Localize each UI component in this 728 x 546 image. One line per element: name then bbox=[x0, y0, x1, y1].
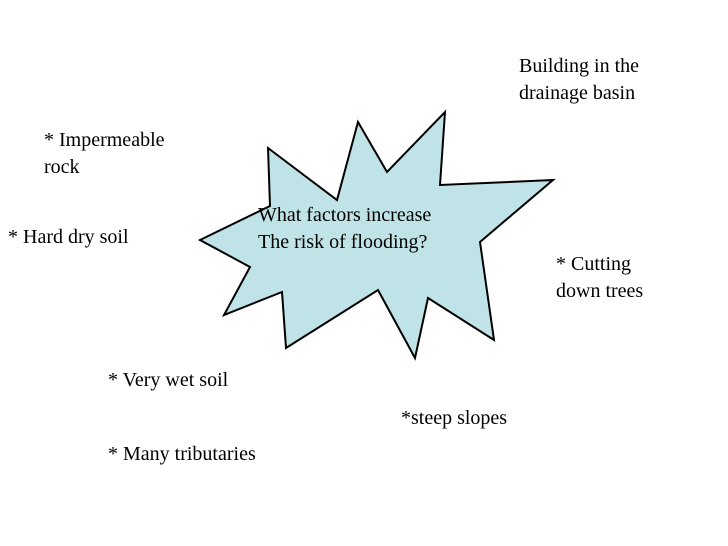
central-question-line-2: The risk of flooding? bbox=[258, 231, 428, 253]
factor-cutting-line-2: down trees bbox=[556, 280, 644, 302]
factor-building-in-drainage-basin: Building in the drainage basin bbox=[519, 53, 639, 107]
factor-cutting-line-1: * Cutting bbox=[556, 253, 632, 275]
factor-hard-dry-soil: * Hard dry soil bbox=[8, 226, 129, 248]
factor-impermeable-line-1: * Impermeable bbox=[44, 129, 165, 151]
factor-building-line-1: Building in the bbox=[519, 55, 639, 77]
factor-impermeable-rock: * Impermeable rock bbox=[44, 127, 165, 181]
factor-steep-slopes: *steep slopes bbox=[401, 407, 508, 429]
factor-many-tributaries: * Many tributaries bbox=[108, 443, 256, 465]
central-question-line-1: What factors increase bbox=[258, 204, 432, 226]
factor-impermeable-line-2: rock bbox=[44, 156, 80, 178]
central-question: What factors increase The risk of floodi… bbox=[258, 202, 431, 256]
explosion-burst-shape bbox=[197, 109, 556, 361]
factor-cutting-down-trees: * Cutting down trees bbox=[556, 251, 643, 305]
factor-very-wet-soil: * Very wet soil bbox=[108, 369, 229, 391]
factor-building-line-2: drainage basin bbox=[519, 82, 636, 104]
